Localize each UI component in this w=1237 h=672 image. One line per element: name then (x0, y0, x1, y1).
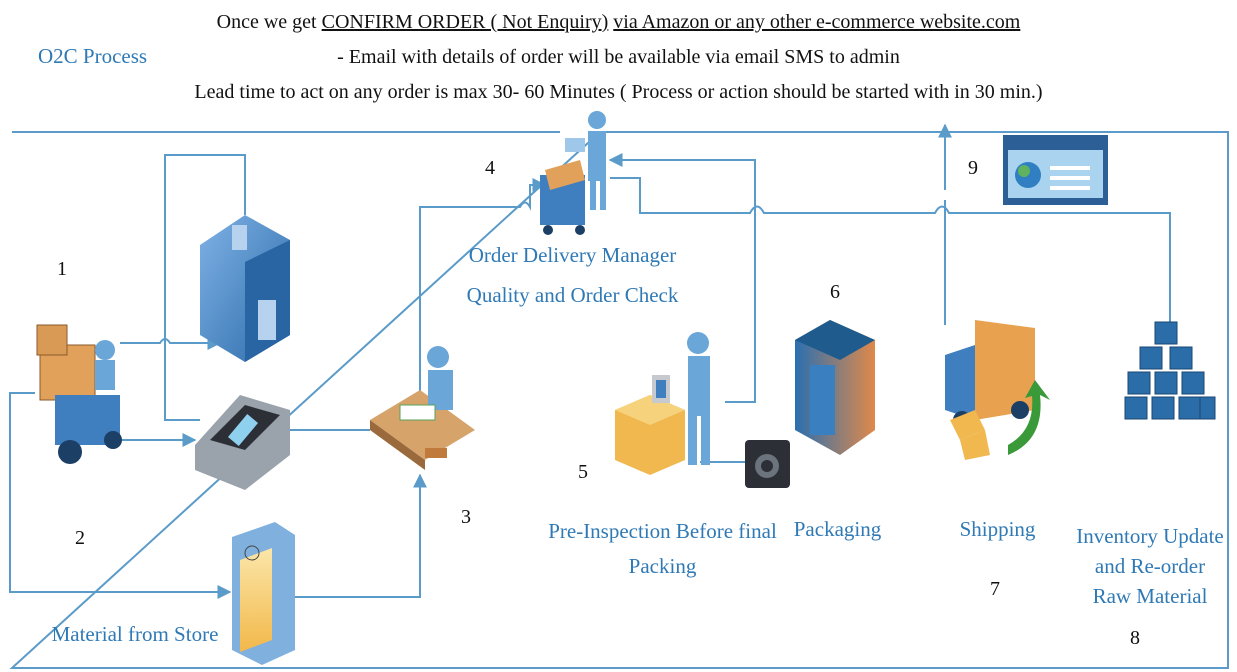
step-number-8: 8 (1130, 627, 1140, 649)
storage-cabinet-icon (232, 522, 295, 665)
order-manager-icon (540, 111, 606, 235)
inspector-icon (615, 332, 710, 475)
step-number-9: 9 (968, 157, 978, 179)
desk-worker-icon (370, 346, 475, 470)
pre-inspection-line-1: Pre-Inspection Before final (548, 519, 777, 543)
via-ecommerce-text: via Amazon or any other e-commerce websi… (613, 11, 1021, 33)
inventory-update-label: Inventory Update and Re-order Raw Materi… (1070, 521, 1230, 611)
inventory-cubes-icon (1124, 321, 1216, 420)
packaging-crate-icon (795, 320, 875, 455)
header-line-3: Lead time to act on any order is max 30-… (194, 81, 1043, 103)
odm-line-1: Order Delivery Manager (468, 243, 677, 267)
step-number-3: 3 (461, 506, 471, 528)
step-number-5: 5 (578, 461, 588, 483)
header-line-1: Once we get CONFIRM ORDER ( Not Enquiry)… (0, 10, 1237, 34)
step-number-7: 7 (990, 578, 1000, 600)
packaging-label: Packaging (793, 517, 882, 541)
order-delivery-manager-label: Order Delivery Manager Quality and Order… (450, 240, 695, 310)
step-number-2: 2 (75, 527, 85, 549)
pre-inspection-label: Pre-Inspection Before final Packing (545, 516, 780, 581)
step-number-6: 6 (830, 281, 840, 303)
web-page-icon (1003, 135, 1108, 205)
shipping-label: Shipping (959, 517, 1036, 541)
scanner-icon (195, 395, 290, 490)
warehouse-box-icon (200, 215, 290, 362)
odm-line-2: Quality and Order Check (466, 283, 679, 307)
outer-frame (9, 131, 1229, 669)
delivery-truck-icon (945, 320, 1050, 460)
step-number-1: 1 (57, 258, 67, 280)
pre-inspection-line-2: Packing (628, 554, 697, 578)
material-from-store-label: Material from Store (51, 622, 219, 646)
inventory-line-2: and Re-order (1094, 554, 1206, 578)
header-line-2: - Email with details of order will be av… (337, 46, 900, 68)
confirm-order-text: CONFIRM ORDER ( Not Enquiry) (321, 11, 609, 33)
diagram-title: O2C Process (38, 44, 148, 68)
camera-icon (745, 440, 790, 488)
inventory-line-1: Inventory Update (1076, 524, 1224, 548)
forklift-icon (36, 324, 122, 464)
header-prefix: Once we get (216, 11, 322, 33)
step-number-4: 4 (485, 157, 495, 179)
inventory-line-3: Raw Material (1092, 584, 1208, 608)
